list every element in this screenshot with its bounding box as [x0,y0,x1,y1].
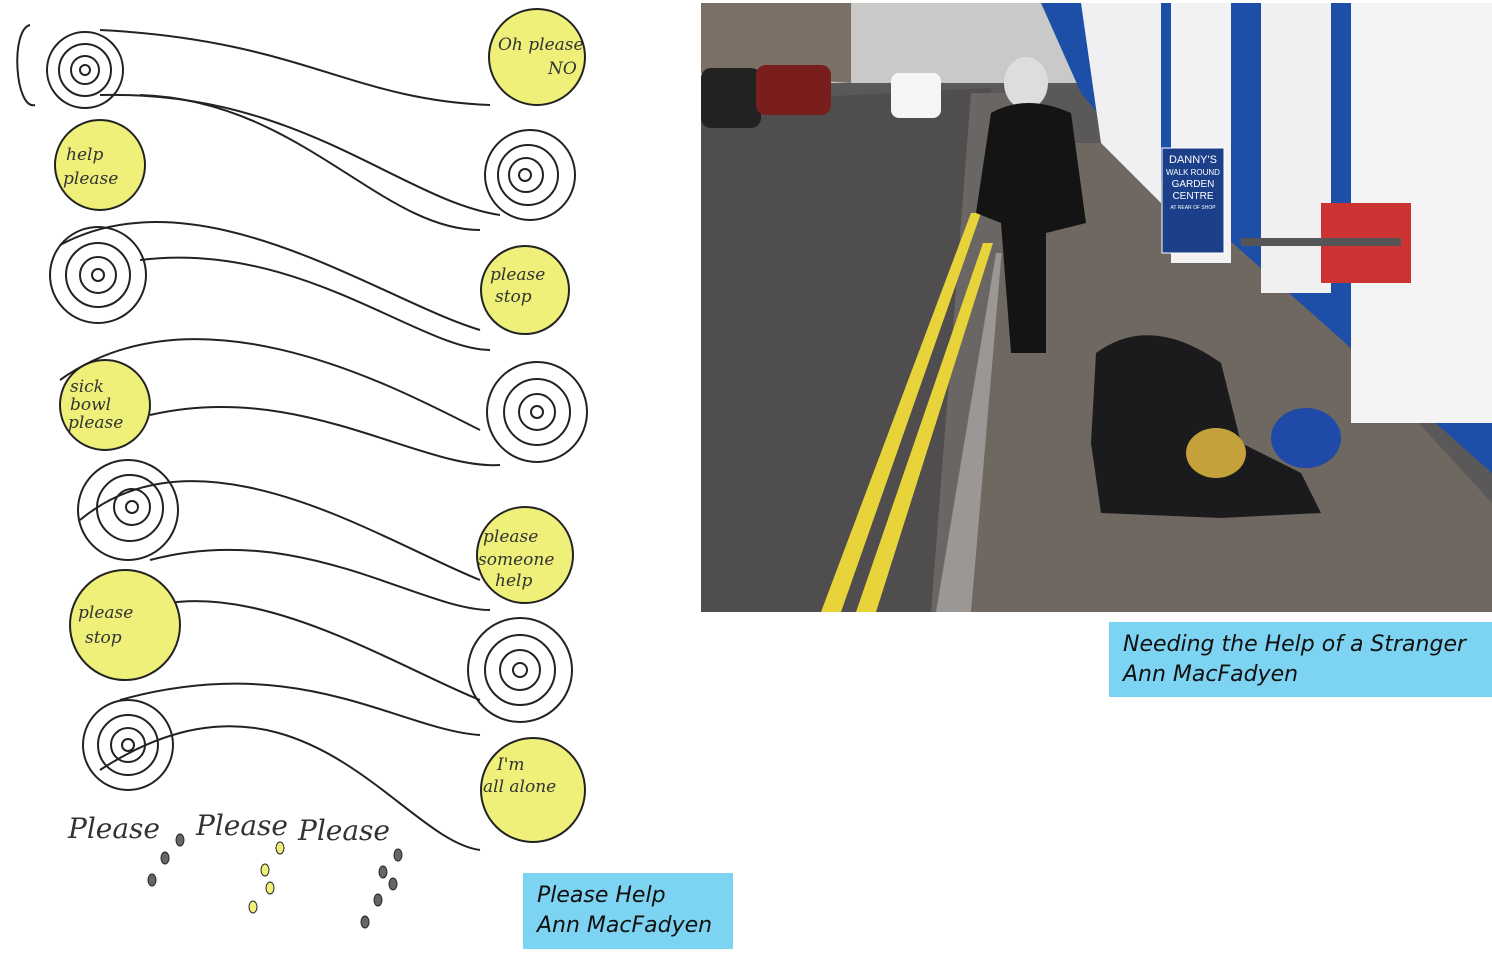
sign-text: WALK ROUND [1166,168,1220,177]
svg-text:help: help [495,571,532,591]
svg-text:Please: Please [195,809,288,842]
artist-name: Ann MacFadyen [537,913,713,938]
svg-text:Please: Please [297,814,390,847]
artwork-title: Please Help [537,883,666,908]
svg-text:stop: stop [495,287,532,307]
sign-text: DANNY'S [1169,154,1217,166]
caption-needing-help: Needing the Help of a Stranger Ann MacFa… [1109,622,1492,697]
svg-text:Please: Please [67,812,160,845]
svg-text:please: please [63,169,118,189]
artwork-title: Needing the Help of a Stranger [1123,632,1467,657]
artist-name: Ann MacFadyen [1123,662,1299,687]
svg-text:please: please [68,413,123,433]
svg-text:stop: stop [85,628,122,648]
tear-drops [147,833,403,929]
svg-text:help: help [66,145,103,165]
svg-text:I'm: I'm [496,755,525,775]
svg-text:Oh please: Oh please [498,35,584,55]
svg-text:all alone: all alone [483,777,556,797]
spirals [16,24,588,791]
street-photo: DANNY'S WALK ROUND GARDEN CENTRE AT REAR… [701,3,1492,612]
svg-text:bowl: bowl [70,395,111,415]
sign-text: AT REAR OF SHOP [1170,205,1216,211]
yellow-bubbles [54,8,586,843]
svg-text:someone: someone [478,550,554,570]
svg-text:please: please [490,265,545,285]
svg-text:sick: sick [70,377,104,397]
caption-please-help: Please Help Ann MacFadyen [523,873,733,949]
sign-text: GARDEN [1172,179,1215,190]
svg-text:please: please [78,603,133,623]
sign-text: CENTRE [1172,191,1213,202]
svg-text:NO: NO [547,59,577,79]
svg-text:please: please [483,527,538,547]
